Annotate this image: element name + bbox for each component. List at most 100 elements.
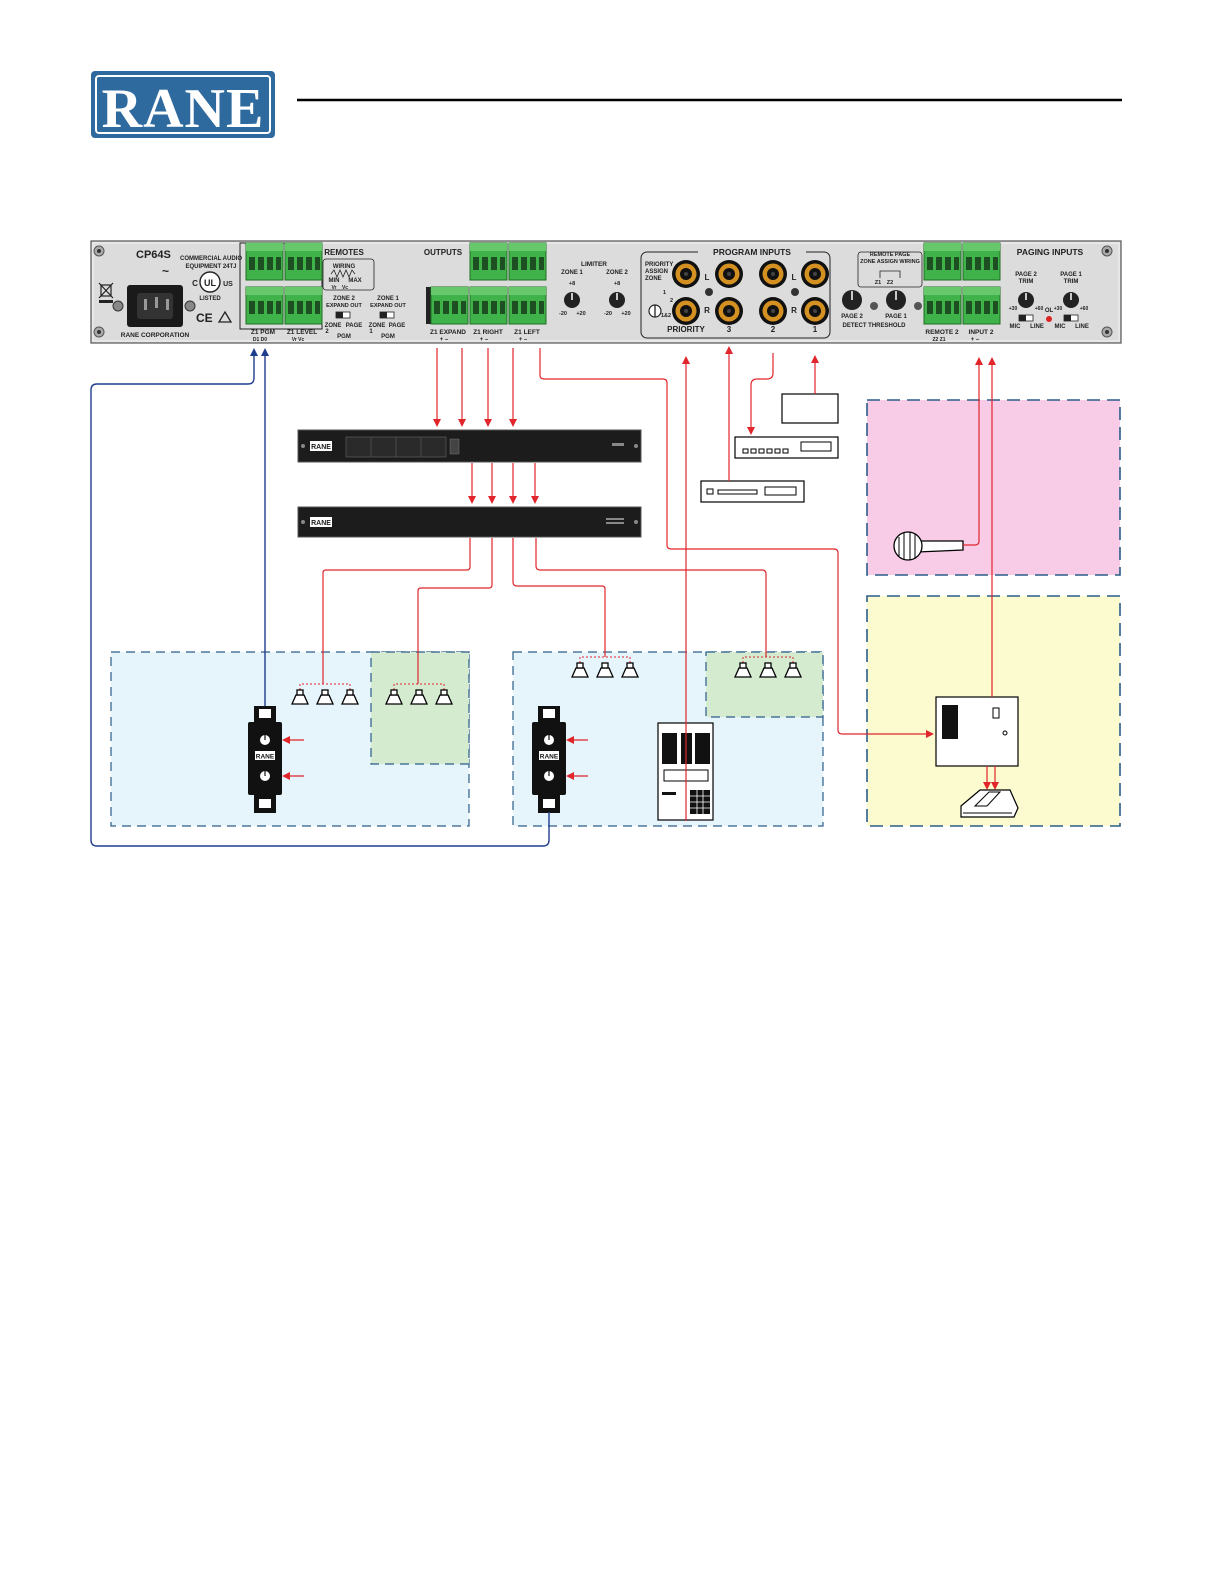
svg-text:R: R [704,306,710,315]
svg-text:+60: +60 [1035,306,1044,312]
svg-text:D1 D0: D1 D0 [253,337,267,343]
priority-rca-top [672,260,700,288]
svg-text:RANE: RANE [540,754,559,761]
input2-rca-r [759,297,787,325]
corporation-label: RANE CORPORATION [121,332,190,339]
svg-text:R: R [791,306,797,315]
power-note-1: COMMERCIAL AUDIO [180,256,242,262]
detect-threshold-label: DETECT THRESHOLD [843,323,907,329]
input1-rca-l [801,260,829,288]
svg-text:C: C [192,279,198,288]
tuner-icon [700,480,805,503]
power-note-2: EQUIPMENT 24TJ [185,264,236,270]
page1-trim-knob[interactable] [1062,291,1080,309]
svg-text:REMOTE PAGE: REMOTE PAGE [870,252,911,258]
svg-text:RANE: RANE [256,754,275,761]
svg-text:PAGE: PAGE [346,323,363,329]
cp64s-rear-panel: CP64S ~ COMMERCIAL AUDIO EQUIPMENT 24TJ … [90,240,1122,344]
recycle-bin-icon [98,282,114,303]
ac-symbol: ~ [162,264,169,278]
svg-text:1: 1 [813,325,818,334]
svg-text:PAGE: PAGE [389,323,406,329]
svg-text:PAGE 1: PAGE 1 [885,314,907,320]
svg-text:Vr: Vr [331,285,336,291]
page1-detect-knob[interactable] [886,290,906,310]
ul-mark-icon: UL C US LISTED [192,271,233,302]
svg-text:PAGE 2: PAGE 2 [1015,272,1037,278]
svg-text:MIN: MIN [329,278,340,284]
power-inlet-icon [112,285,196,327]
ce-mark: CE [196,311,213,325]
svg-text:TRIM: TRIM [1019,279,1034,285]
svg-text:Z2: Z2 [887,280,893,286]
svg-text:WIRING: WIRING [333,264,356,270]
z1-right-label: Z1 RIGHT [473,329,503,336]
svg-text:ZONE ASSIGN WIRING: ZONE ASSIGN WIRING [860,259,920,265]
limiter-zone2-knob[interactable] [608,291,626,309]
zone-processor-unit: RANE [297,429,642,463]
svg-text:Vr Vc: Vr Vc [292,337,305,343]
svg-text:ZONE: ZONE [369,323,386,329]
outputs-label: OUTPUTS [424,248,463,257]
svg-text:PAGE 1: PAGE 1 [1060,272,1082,278]
svg-text:PRIORITY: PRIORITY [645,262,673,268]
svg-text:1&2: 1&2 [661,313,671,319]
svg-text:L: L [792,273,797,282]
wall-remote-icon: RANE [532,706,566,813]
svg-text:OL: OL [1045,308,1054,314]
svg-text:ZONE 2: ZONE 2 [606,270,628,276]
limiter-zone1-knob[interactable] [563,291,581,309]
svg-text:-20: -20 [559,311,567,317]
zone1-sub-area [370,651,470,765]
page2-trim-knob[interactable] [1017,291,1035,309]
microphone-icon [893,531,964,561]
input3-rca-r [715,297,743,325]
svg-text:LISTED: LISTED [199,296,221,302]
signal-wiring [282,346,999,821]
z1-left-label: Z1 LEFT [514,329,540,336]
telephone-icon [960,789,1019,818]
source-box [781,393,839,424]
svg-text:ZONE: ZONE [645,276,662,282]
svg-text:PRIORITY: PRIORITY [667,325,705,334]
svg-text:+ –: + – [440,337,449,343]
rack-screw [1101,245,1113,257]
zone2-sub-area [705,651,824,718]
svg-text:ZONE 2: ZONE 2 [333,296,355,302]
svg-text:+20: +20 [576,311,585,317]
remote2-label: REMOTE 2 [925,329,959,336]
svg-text:PGM: PGM [337,334,351,340]
svg-text:2: 2 [670,298,673,304]
svg-text:Vc: Vc [342,285,348,291]
svg-text:Z2 Z1: Z2 Z1 [932,337,945,343]
svg-text:EXPAND OUT: EXPAND OUT [370,303,406,309]
ol-led [1046,316,1052,322]
input1-rca-r [801,297,829,325]
wall-remote-icon: RANE [248,706,282,813]
remotes-label: REMOTES [324,248,364,257]
svg-text:ASSIGN: ASSIGN [645,269,668,275]
svg-text:1: 1 [663,290,666,296]
rack-screw [93,245,105,257]
model-label: CP64S [136,249,171,261]
svg-text:-20: -20 [604,311,612,317]
svg-text:+20: +20 [621,311,630,317]
svg-text:MAX: MAX [348,278,361,284]
z1-level-label: Z1 LEVEL [287,329,317,336]
page2-detect-knob[interactable] [842,290,862,310]
rane-logo: RANE [91,71,275,140]
svg-text:+8: +8 [569,281,575,287]
svg-text:MIC: MIC [1010,324,1022,330]
svg-text:RANE: RANE [311,520,331,527]
svg-text:LINE: LINE [1030,324,1044,330]
svg-text:PAGE 2: PAGE 2 [841,314,863,320]
remote-wiring [90,348,550,847]
svg-text:EXPAND OUT: EXPAND OUT [326,303,362,309]
z1-pgm-label: Z1 PGM [251,329,275,336]
svg-text:+60: +60 [1080,306,1089,312]
svg-text:MIC: MIC [1055,324,1067,330]
svg-text:TRIM: TRIM [1064,279,1079,285]
svg-text:1: 1 [369,329,373,335]
power-amplifier-unit: RANE [297,506,642,538]
